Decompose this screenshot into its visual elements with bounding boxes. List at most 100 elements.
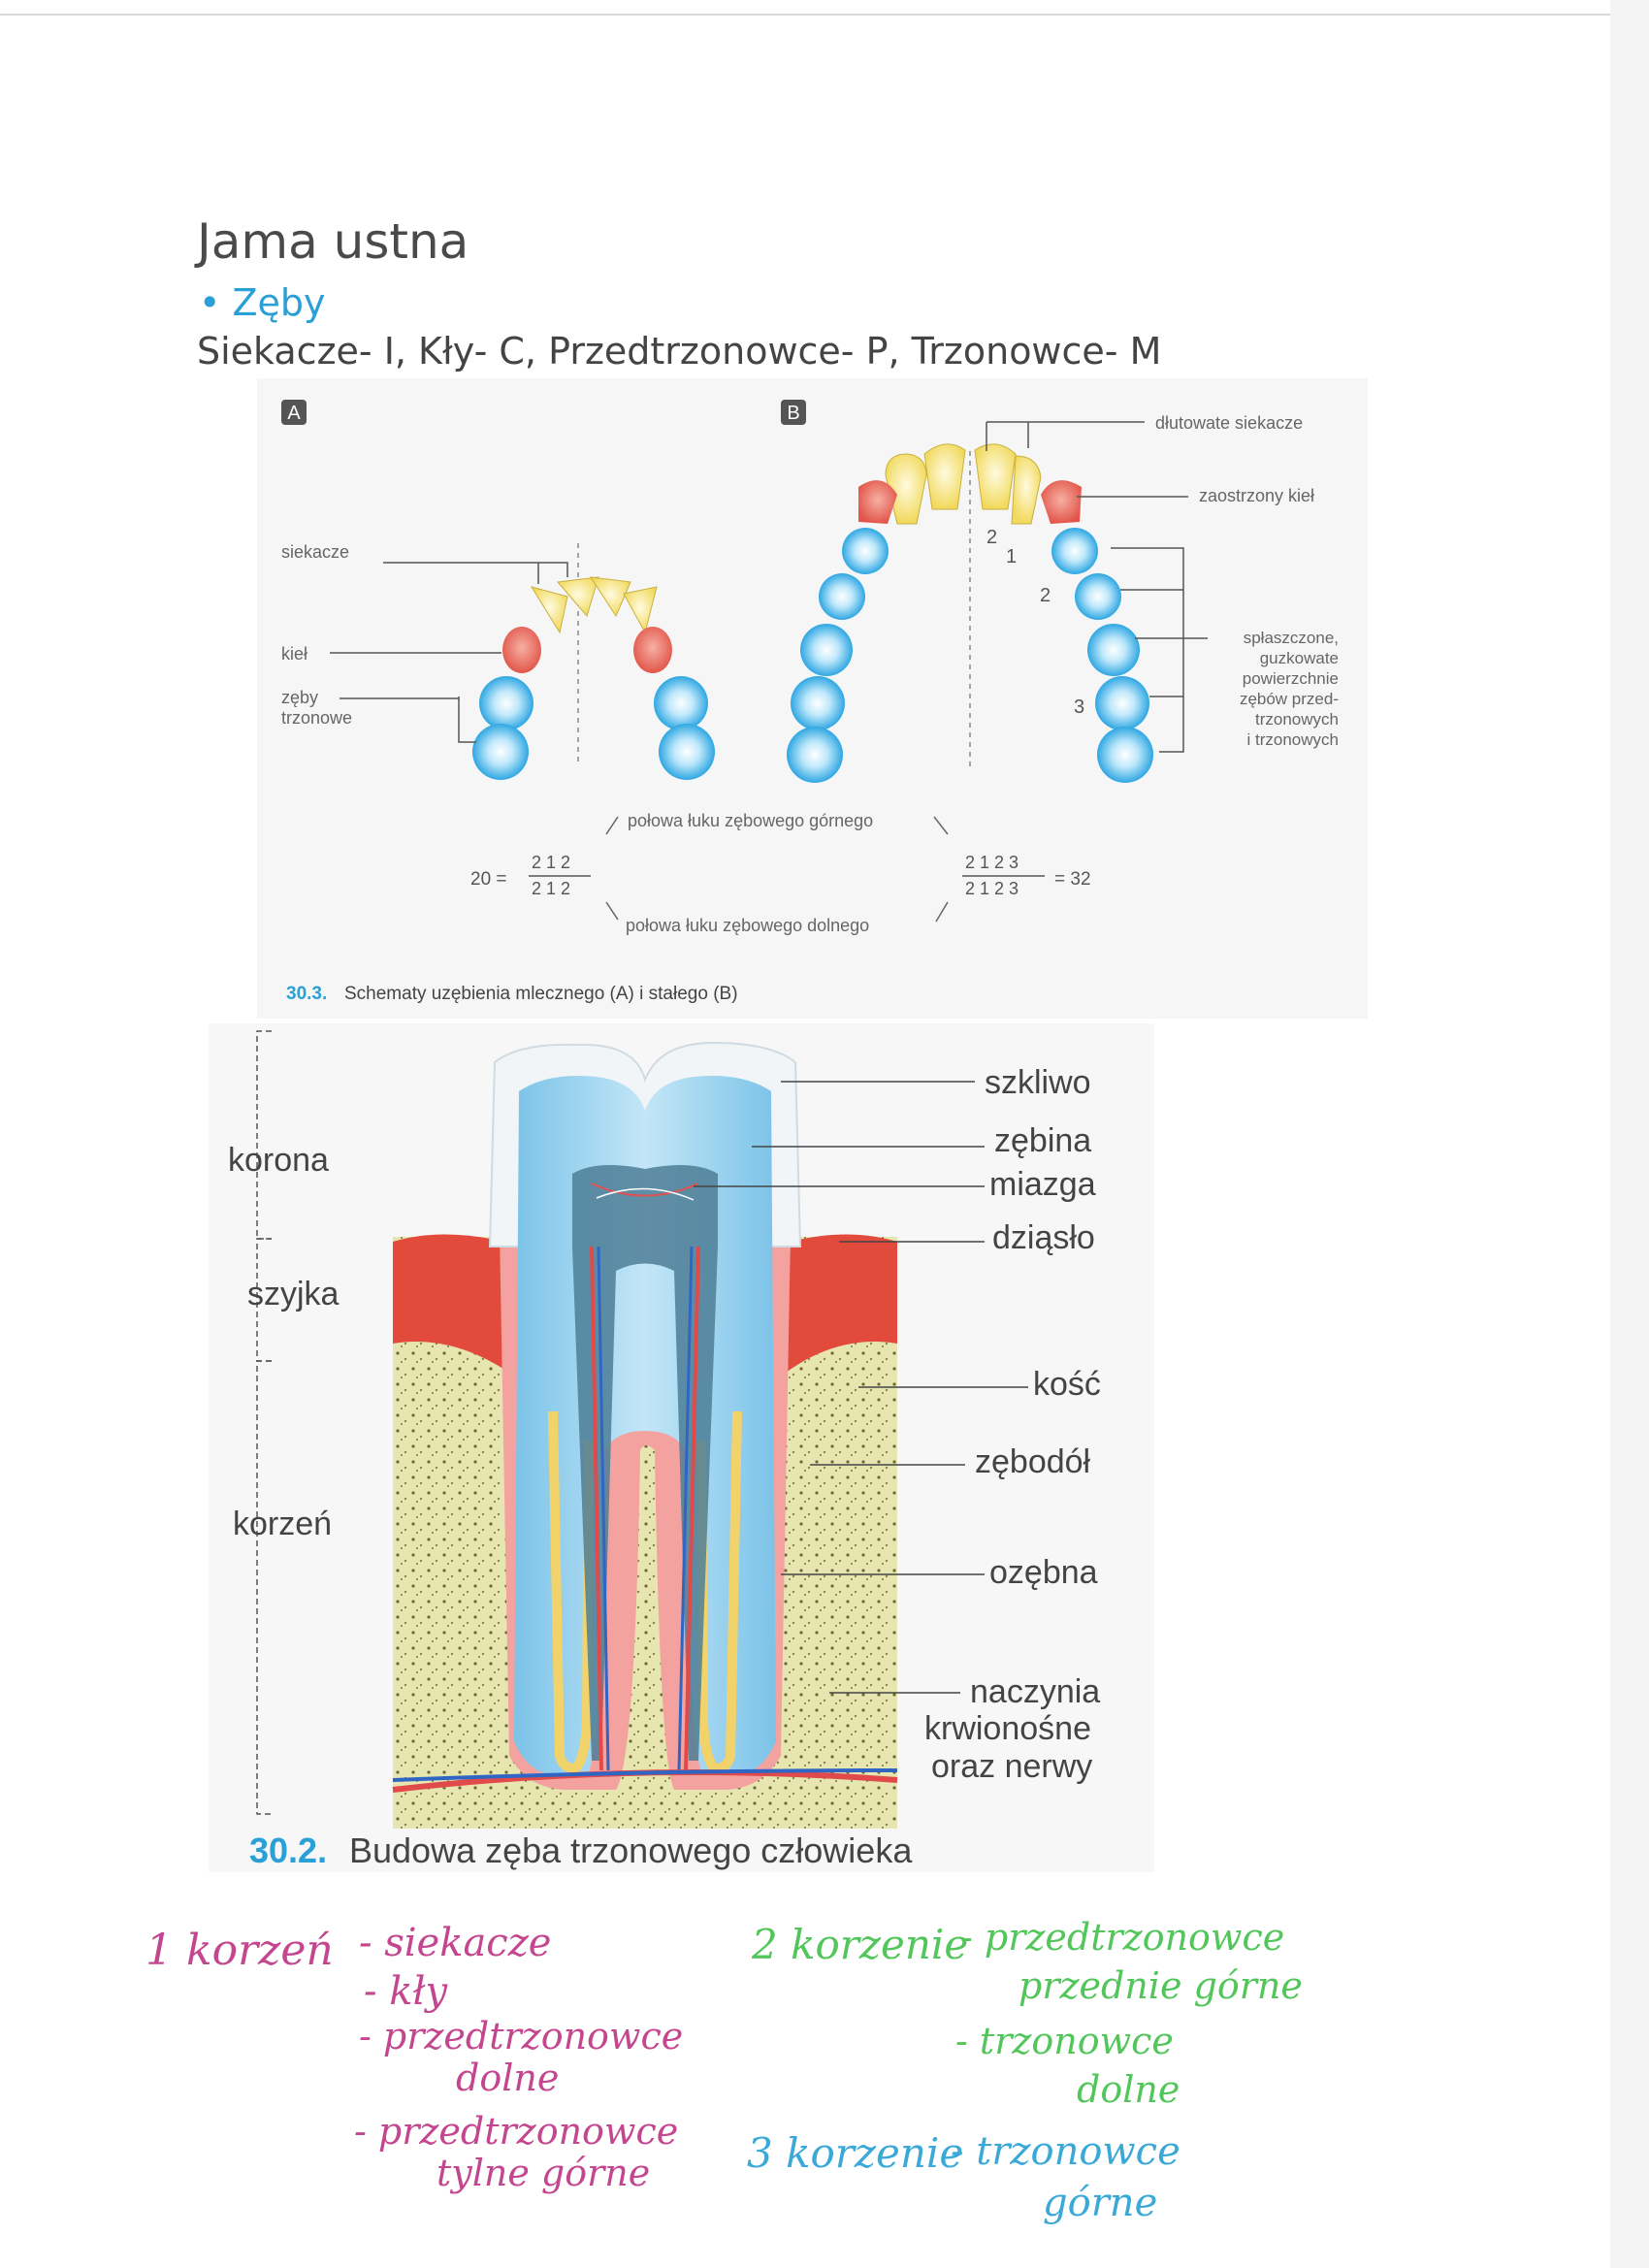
- molar-icon: [787, 727, 843, 783]
- tooth-count-label: 2: [986, 527, 997, 548]
- label-incisors: siekacze: [281, 542, 349, 562]
- label-vessels: oraz nerwy: [931, 1748, 1092, 1785]
- premolar-icon: [819, 573, 865, 620]
- tooth-count-label: 3: [1074, 697, 1084, 718]
- note-three-roots-heading: 3 korzenie: [747, 2129, 964, 2177]
- incisor-icon: [974, 443, 1017, 510]
- label-periodontium: ozębna: [989, 1554, 1098, 1591]
- label-flat-surfaces: spłaszczone, guzkowate powierzchnie zębó…: [1240, 629, 1339, 749]
- label-gum: dziąsło: [992, 1219, 1095, 1256]
- molar-icon: [659, 724, 715, 780]
- note-three-roots-item: - trzonowce: [951, 2129, 1180, 2174]
- caption-number: 30.2.: [249, 1831, 327, 1870]
- label-enamel: szkliwo: [985, 1064, 1091, 1101]
- note-two-roots-item: - trzonowce: [955, 2020, 1174, 2062]
- gum-left: [393, 1234, 509, 1373]
- svg-text:powierzchnie: powierzchnie: [1243, 669, 1339, 688]
- label-molars: zęby: [281, 688, 318, 707]
- note-one-root-item: - siekacze: [359, 1921, 552, 1965]
- premolar-icon: [842, 528, 889, 574]
- label-socket: zębodół: [975, 1443, 1091, 1480]
- cementum: [696, 1410, 742, 1774]
- label-vessels: krwionośne: [924, 1710, 1091, 1747]
- label-dentin: zębina: [994, 1122, 1091, 1159]
- svg-text:guzkowate: guzkowate: [1260, 649, 1339, 667]
- molar-icon: [654, 676, 708, 730]
- incisor-icon: [923, 443, 966, 510]
- incisor-icon: [530, 586, 568, 634]
- caption-number: 30.3.: [286, 984, 327, 1004]
- label-vessels: naczynia: [970, 1673, 1100, 1710]
- note-one-root-item: tylne górne: [436, 2152, 651, 2194]
- note-two-roots-item: dolne: [1077, 2068, 1180, 2111]
- canine-icon: [858, 480, 897, 524]
- molar-icon: [791, 676, 845, 730]
- tooth-types-subtitle: Siekacze- I, Kły- C, Przedtrzonowce- P, …: [197, 330, 1162, 373]
- note-one-root-heading: 1 korzeń: [146, 1926, 334, 1975]
- page-title: Jama ustna: [197, 213, 469, 270]
- svg-text:i trzonowych: i trzonowych: [1247, 730, 1339, 749]
- incisor-icon: [623, 586, 658, 634]
- premolar-icon: [1075, 573, 1121, 620]
- cementum: [548, 1410, 594, 1774]
- incisor-icon: [1011, 455, 1042, 525]
- figure-caption: Schematy uzębienia mlecznego (A) i stałe…: [344, 984, 738, 1004]
- dental-formula: połowa łuku zębowego górnego połowa łuku…: [470, 811, 1091, 935]
- svg-text:2 1 2: 2 1 2: [532, 853, 570, 872]
- tooth-count-label: 1: [1006, 546, 1017, 567]
- svg-text:= 32: = 32: [1054, 869, 1091, 890]
- canine-icon: [502, 627, 541, 673]
- crown-bracket: [256, 1030, 272, 1240]
- svg-text:B: B: [787, 403, 799, 424]
- svg-text:połowa łuku zębowego dolnego: połowa łuku zębowego dolnego: [626, 916, 869, 935]
- tooth-count-label: 2: [1040, 585, 1051, 606]
- bullet-heading: • Zęby: [199, 281, 326, 324]
- label-neck: szyjka: [247, 1276, 340, 1312]
- note-one-root-item: dolne: [456, 2057, 560, 2099]
- scan-edge-right: [1610, 0, 1649, 2268]
- note-two-roots-item: - przedtrzonowce: [960, 1916, 1285, 1959]
- label-bone: kość: [1033, 1366, 1101, 1403]
- molar-structure-figure: korona szyjka korzeń szkliwo zębina miaz…: [209, 1023, 1154, 1872]
- label-chisel-incisors: dłutowate siekacze: [1155, 413, 1303, 433]
- panel-a-badge: A: [281, 400, 307, 425]
- label-pointed-canine: zaostrzony kieł: [1199, 486, 1314, 505]
- label-molars: trzonowe: [281, 708, 352, 728]
- molar-icon: [479, 676, 534, 730]
- incisor-icon: [557, 576, 599, 618]
- dentition-schema-figure: A B siekacze kieł zęby trzonowe: [257, 378, 1368, 1019]
- molar-icon: [1087, 624, 1140, 676]
- panel-b-badge: B: [781, 400, 806, 425]
- svg-text:2 1 2: 2 1 2: [532, 879, 570, 898]
- incisor-icon: [589, 576, 631, 618]
- label-canine: kieł: [281, 644, 307, 664]
- canine-icon: [633, 627, 672, 673]
- svg-text:A: A: [287, 403, 301, 424]
- molar-icon: [1095, 676, 1149, 730]
- note-two-roots-item: przednie górne: [1018, 1964, 1303, 2007]
- premolar-icon: [1051, 528, 1098, 574]
- molar-icon: [1097, 727, 1153, 783]
- nerve: [392, 1768, 898, 1782]
- gum-right: [786, 1234, 897, 1373]
- permanent-arch: 2 1 2 3 dłutowate siekacze zaostrzony ki…: [787, 413, 1339, 783]
- scan-edge-top: [0, 14, 1649, 16]
- incisor-icon: [885, 453, 927, 525]
- svg-text:2 1 2 3: 2 1 2 3: [965, 879, 1018, 898]
- note-one-root-item: - kły: [364, 1969, 448, 2014]
- svg-text:2 1 2 3: 2 1 2 3: [965, 853, 1018, 872]
- svg-text:20 =: 20 =: [470, 869, 507, 890]
- pulp: [572, 1165, 718, 1761]
- label-pulp: miazga: [989, 1166, 1096, 1203]
- label-root: korzeń: [233, 1506, 332, 1542]
- molar-icon: [800, 624, 853, 676]
- note-three-roots-item: górne: [1043, 2181, 1158, 2225]
- figure-caption: Budowa zęba trzonowego człowieka: [349, 1831, 913, 1870]
- canine-icon: [1041, 480, 1082, 524]
- svg-text:trzonowych: trzonowych: [1255, 710, 1339, 729]
- note-one-root-item: - przedtrzonowce: [359, 2015, 684, 2057]
- svg-text:połowa łuku zębowego górnego: połowa łuku zębowego górnego: [628, 811, 873, 830]
- deciduous-arch: siekacze kieł zęby trzonowe: [281, 542, 715, 780]
- structure-labels: szkliwo zębina miazga dziąsło kość zębod…: [924, 1064, 1101, 1785]
- note-one-root-item: - przedtrzonowce: [354, 2110, 679, 2153]
